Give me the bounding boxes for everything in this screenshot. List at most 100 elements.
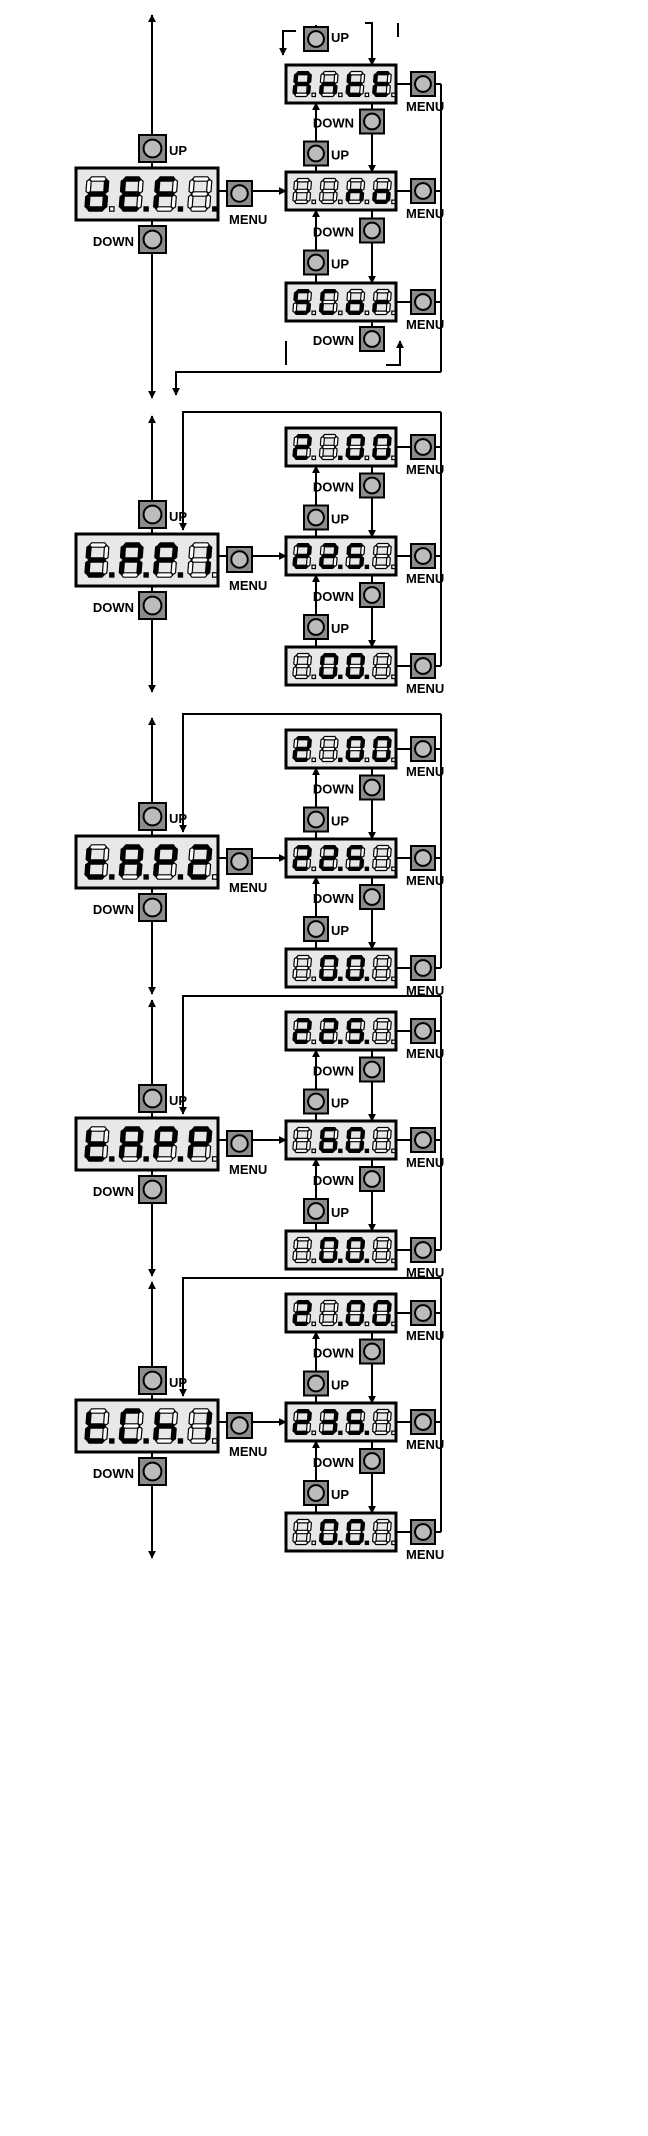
down-button[interactable] — [138, 1457, 167, 1486]
option-menu-button[interactable] — [410, 1018, 436, 1044]
segment-g — [156, 557, 175, 563]
up-button[interactable] — [138, 1084, 167, 1113]
up-button-option[interactable] — [303, 806, 329, 833]
option-menu-button[interactable] — [410, 1237, 436, 1263]
option-menu-button[interactable] — [410, 434, 436, 460]
up-button[interactable] — [138, 1366, 167, 1395]
segment-d — [373, 310, 389, 316]
option-menu-button[interactable] — [410, 289, 436, 315]
digit-2 — [292, 845, 317, 872]
segment-d — [347, 674, 362, 679]
down-button-option[interactable] — [359, 1166, 385, 1192]
up-button-option[interactable] — [303, 504, 329, 531]
segment-g — [295, 746, 310, 752]
option-menu-button[interactable] — [410, 1519, 436, 1545]
option-menu-button[interactable] — [410, 653, 436, 679]
segment-f — [85, 544, 92, 560]
segment-b — [206, 846, 213, 862]
up-button-option[interactable] — [303, 1198, 329, 1224]
down-button[interactable] — [138, 893, 167, 922]
down-button-bottom[interactable] — [359, 326, 385, 352]
segment-e — [318, 1031, 324, 1043]
option-menu-button[interactable] — [410, 543, 436, 569]
digit-0 — [345, 1519, 370, 1546]
digit-1 — [187, 542, 218, 578]
decimal-dot — [311, 866, 317, 872]
down-button-option[interactable] — [359, 774, 385, 801]
option-menu-button[interactable] — [410, 955, 436, 981]
digit-0 — [318, 1519, 343, 1546]
option-menu-button[interactable] — [410, 736, 436, 762]
up-button-option[interactable] — [303, 1088, 329, 1115]
up-button[interactable] — [138, 500, 167, 529]
segment-a — [322, 70, 337, 76]
down-button[interactable] — [138, 1175, 167, 1204]
segment-b — [386, 1238, 392, 1251]
segment-g — [190, 557, 209, 563]
segment-g — [374, 1419, 390, 1425]
segment-e — [318, 446, 325, 459]
down-button[interactable] — [138, 591, 167, 620]
segment-d — [320, 1148, 335, 1153]
segment-e — [118, 1144, 125, 1160]
segment-e — [84, 1426, 91, 1442]
menu-button[interactable] — [226, 1130, 253, 1157]
segment-e — [318, 1421, 325, 1434]
decimal-dot — [391, 92, 396, 98]
segment-g — [190, 1423, 209, 1429]
segment-d — [320, 1430, 335, 1435]
segment-b — [171, 544, 179, 560]
up-button-option[interactable] — [303, 1370, 329, 1397]
decimal-dot — [364, 455, 370, 461]
segment-c — [101, 862, 109, 878]
up-button[interactable] — [138, 134, 167, 163]
down-button-option[interactable] — [359, 1056, 385, 1083]
segment-a — [295, 845, 311, 850]
up-button-option[interactable] — [303, 614, 329, 640]
option-display-tch1-2 — [284, 1511, 398, 1553]
return-to-main — [179, 713, 441, 833]
segment-g — [87, 859, 106, 865]
segment-c — [204, 194, 212, 210]
menu-button[interactable] — [226, 546, 253, 573]
option-display-def-2 — [284, 281, 398, 323]
option-menu-button[interactable] — [410, 1409, 436, 1435]
down-button-option[interactable] — [359, 472, 385, 499]
menu-button[interactable] — [226, 180, 253, 207]
up-button[interactable] — [138, 802, 167, 831]
down-button-option[interactable] — [359, 884, 385, 910]
up-button-option[interactable] — [303, 140, 329, 167]
up-button-top[interactable] — [303, 26, 329, 52]
decimal-dot — [338, 1039, 343, 1045]
segment-g — [321, 188, 336, 194]
down-button-option[interactable] — [359, 1448, 385, 1474]
menu-button[interactable] — [226, 848, 253, 875]
option-menu-button[interactable] — [410, 71, 436, 97]
down-button-option[interactable] — [359, 108, 385, 135]
segment-g — [156, 859, 175, 865]
digit-8 — [292, 954, 317, 982]
option-menu-button[interactable] — [410, 178, 436, 204]
option-menu-button[interactable] — [410, 1300, 436, 1326]
up-button-option[interactable] — [303, 249, 329, 276]
up-button-option[interactable] — [303, 916, 329, 942]
digit-t — [345, 70, 370, 98]
up-button-option[interactable] — [303, 1480, 329, 1506]
decimal-dot — [338, 674, 343, 680]
segment-g — [374, 746, 390, 752]
segment-b — [333, 179, 339, 192]
bottom-down-label: DOWN — [313, 333, 354, 348]
segment-d — [373, 1258, 389, 1264]
segment-e — [152, 1144, 160, 1160]
menu-button[interactable] — [226, 1412, 253, 1439]
segment-a — [322, 543, 337, 548]
option-menu-button[interactable] — [410, 1127, 436, 1153]
segment-f — [119, 1410, 127, 1426]
down-button-option[interactable] — [359, 1338, 385, 1365]
down-button-option[interactable] — [359, 582, 385, 608]
decimal-dot — [338, 1430, 343, 1436]
down-button[interactable] — [138, 225, 167, 254]
down-button-option[interactable] — [359, 217, 385, 244]
option-menu-button[interactable] — [410, 845, 436, 871]
segment-d — [373, 674, 389, 680]
